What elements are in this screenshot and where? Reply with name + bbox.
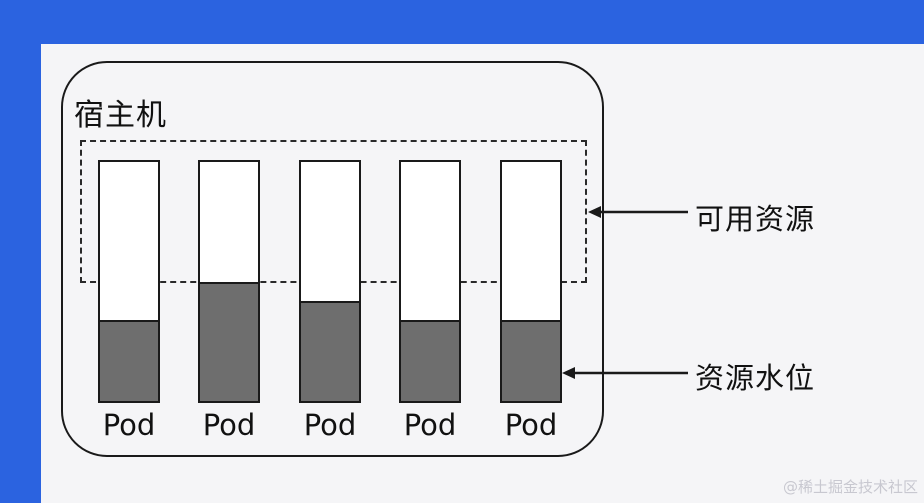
host-machine-box xyxy=(61,61,604,457)
pod-bar xyxy=(399,160,461,403)
pod-resource-level-fill xyxy=(100,320,158,401)
pod-bar xyxy=(198,160,260,403)
pod-label: Pod xyxy=(102,408,156,442)
resource-level-label: 资源水位 xyxy=(695,361,816,395)
pod-bar xyxy=(500,160,562,403)
pod-bar xyxy=(98,160,160,403)
pod-label: Pod xyxy=(303,408,357,442)
diagram-panel: 宿主机 Pod Pod Pod Pod Pod 可用资源 资源水位 @稀土掘金技术社区 xyxy=(41,44,924,503)
resource-level-arrow xyxy=(562,367,688,379)
pod-label: Pod xyxy=(504,408,558,442)
pod-label: Pod xyxy=(202,408,256,442)
pod-bar xyxy=(299,160,361,403)
pod-resource-level-fill xyxy=(200,282,258,401)
pod-resource-level-fill xyxy=(502,320,560,401)
pod-label: Pod xyxy=(403,408,457,442)
pod-resource-level-fill xyxy=(401,320,459,401)
pod-resource-level-fill xyxy=(301,301,359,401)
available-resources-arrow xyxy=(588,206,688,218)
host-machine-title: 宿主机 xyxy=(74,98,167,133)
available-resources-label: 可用资源 xyxy=(695,202,816,236)
watermark: @稀土掘金技术社区 xyxy=(782,478,918,496)
